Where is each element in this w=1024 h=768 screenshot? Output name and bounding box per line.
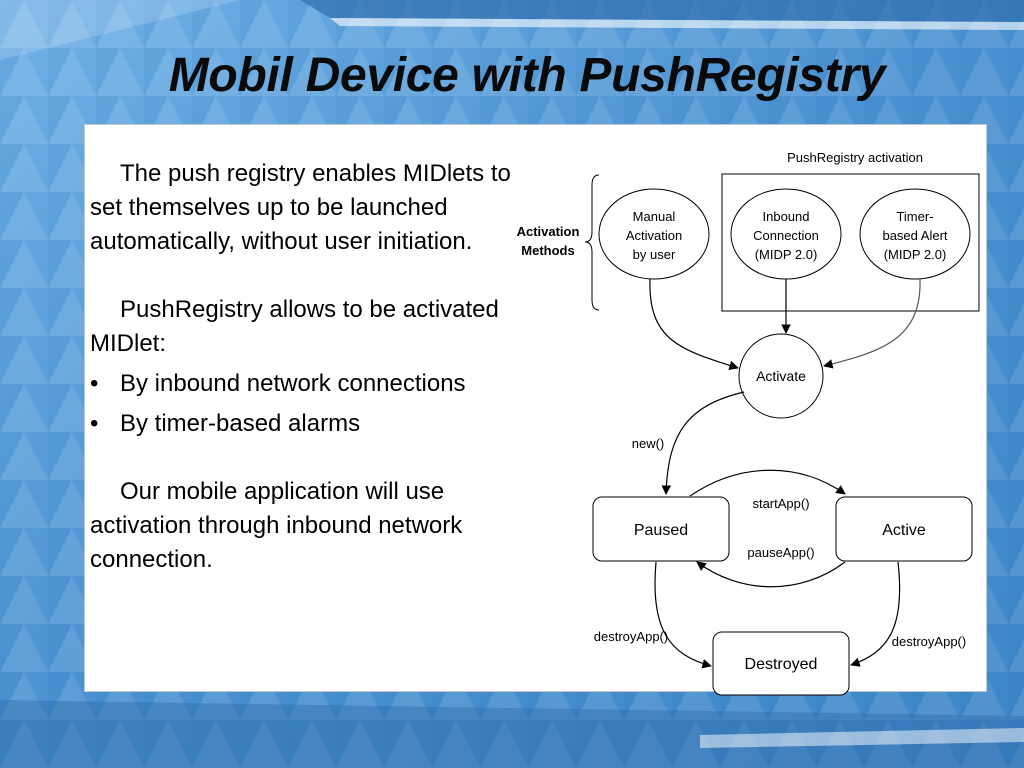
paragraph-mobile-application: Our mobile application will use activati… [90, 478, 463, 573]
bullet-dot: • [90, 370, 99, 397]
destroy-from-active-arrow [850, 561, 901, 667]
activation-methods-brace [584, 174, 600, 311]
paragraph-push-registry-allows: PushRegistry allows to be activated MIDl… [90, 296, 499, 357]
bullet-item: • By inbound network connections [90, 367, 540, 401]
bullet-item: • By timer-based alarms [90, 407, 540, 441]
destroy-from-paused-arrow [654, 561, 712, 669]
bullet-text: By timer-based alarms [120, 410, 361, 437]
start-app-label: startApp() [752, 496, 809, 511]
pause-app-label: pauseApp() [747, 545, 814, 560]
destroy-left-label: destroyApp() [594, 629, 668, 644]
active-state [835, 496, 973, 562]
start-app-arrow [689, 469, 846, 497]
manual-to-activate-arrow [649, 278, 739, 371]
timer-to-activate-arrow [823, 278, 921, 369]
bullet-dot: • [90, 410, 99, 437]
timer-alert-text-line1: Timer- [896, 209, 933, 224]
slide-title: Mobil Device with PushRegistry [168, 49, 886, 102]
new-label: new() [632, 436, 665, 451]
paused-state [592, 496, 730, 562]
activation-methods-label-line2: Methods [521, 243, 574, 258]
manual-activation-text-line1: Manual [633, 209, 676, 224]
pause-app-arrow [696, 561, 846, 588]
inbound-connection-text-line2: Connection [753, 228, 819, 243]
inbound-connection-text-line1: Inbound [763, 209, 810, 224]
push-registry-group-label: PushRegistry activation [787, 150, 923, 165]
bullet-text: By inbound network connections [120, 370, 466, 397]
timer-alert-text-line2: based Alert [882, 228, 947, 243]
inbound-connection-text-line3: (MIDP 2.0) [755, 247, 818, 262]
destroy-right-label: destroyApp() [892, 634, 966, 649]
active-text: Active [882, 522, 926, 539]
activation-methods-label-line1: Activation [517, 224, 580, 239]
activate-node [738, 333, 824, 419]
new-arrow [661, 391, 745, 495]
paragraph-push-registry-intro: The push registry enables MIDlets to set… [90, 160, 511, 255]
timer-alert-node [859, 188, 971, 280]
paused-text: Paused [634, 522, 688, 539]
manual-activation-text-line2: Activation [626, 228, 682, 243]
destroyed-state [712, 631, 850, 696]
body-text: The push registry enables MIDlets to set… [90, 157, 540, 577]
manual-activation-node [598, 188, 710, 280]
destroyed-text: Destroyed [745, 656, 818, 673]
push-registry-group-box [721, 173, 980, 312]
manual-activation-text-line3: by user [633, 247, 676, 262]
timer-alert-text-line3: (MIDP 2.0) [884, 247, 947, 262]
activate-text: Activate [756, 368, 806, 384]
